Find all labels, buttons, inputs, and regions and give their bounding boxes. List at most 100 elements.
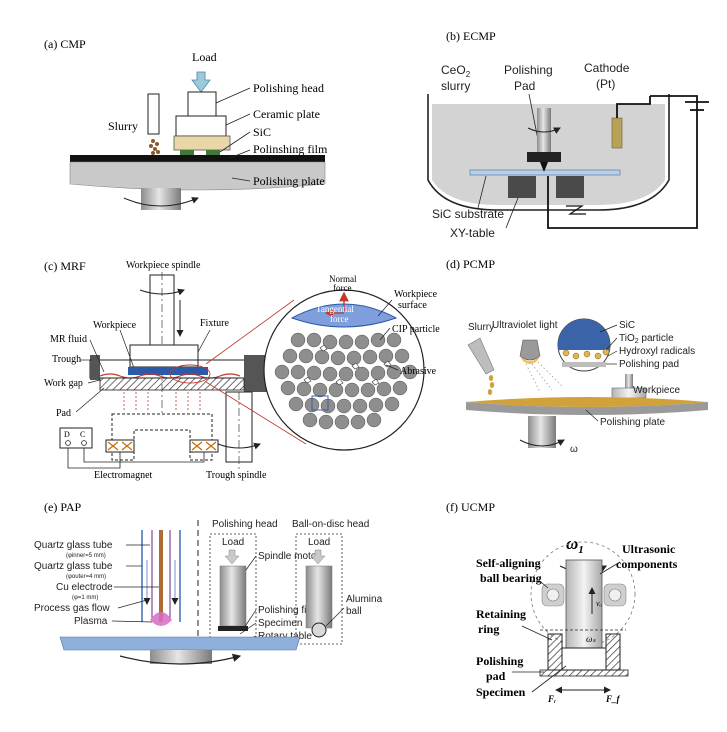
zoom-line-bottom <box>205 381 307 445</box>
dc-d: D <box>64 430 70 439</box>
leader-plate <box>231 177 251 182</box>
ball-bearing-right <box>603 583 627 607</box>
tio2-particles <box>562 348 610 360</box>
plate-leader-d <box>585 409 599 422</box>
workpiece-label: Workpiece <box>93 320 137 331</box>
panel-a-caption: (a) CMP <box>44 37 86 51</box>
alumina-leader <box>325 607 345 627</box>
film-label: Polinshing film <box>253 142 328 156</box>
coil-right <box>189 439 219 453</box>
fixture-block <box>129 344 199 368</box>
slurry-drops <box>149 139 160 155</box>
pad-label-l2: Pad <box>514 79 535 93</box>
normal-force-label-l2: force <box>333 283 351 293</box>
quartz-inner-spec: (φinner=5 mm) <box>66 553 106 559</box>
trough-left-wall <box>90 355 100 380</box>
quartz-tubes <box>141 530 181 622</box>
spindle-motor-label: Spindle motor <box>258 551 320 562</box>
zoom-line-top <box>205 299 295 365</box>
uv-bulb <box>520 356 540 364</box>
rotary-label: Rotary table <box>258 631 312 642</box>
sic-leader-d <box>599 324 618 333</box>
cip-particles <box>274 332 418 430</box>
gap-leader <box>87 379 101 384</box>
panel-b-ecmp: (b) ECMP CeO2 slurry Polishing Pad Catho… <box>427 29 709 240</box>
ceramic-plate <box>175 115 227 137</box>
trough-spindle-label: Trough spindle <box>206 470 267 481</box>
zoom-abrasive-box <box>311 395 329 411</box>
gas-leader <box>117 599 148 609</box>
panel-c-caption: (c) MRF <box>44 259 86 273</box>
uv-label: Ultraviolet light <box>492 320 558 331</box>
pcmp-plate <box>466 402 708 415</box>
pcmp-spindle <box>625 374 633 388</box>
xy-zigzag <box>566 205 586 215</box>
film-leader-e <box>243 609 257 629</box>
film-label-e: Polishing film <box>258 605 317 616</box>
va-label: vₐ <box>596 599 603 608</box>
pcmp-rotation <box>519 439 565 447</box>
ball-bearing-left <box>541 583 565 607</box>
dc-supply <box>59 427 93 449</box>
ucmp-dashed-circle <box>530 541 636 647</box>
surface-leader <box>377 299 393 317</box>
panel-c-mrf: (c) MRF Workpiece spindle Workpiece Fixt… <box>44 259 440 481</box>
hydroxyl-label: Hydroxyl radicals <box>619 346 695 357</box>
ecmp-spindle <box>537 108 551 152</box>
coil-left-x <box>107 441 133 451</box>
pad-leader-c <box>75 387 105 413</box>
spindle-rotation <box>139 288 185 296</box>
plasma-label: Plasma <box>74 616 108 627</box>
panel-f-ucmp: (f) UCMP ω1 vₐ ωₛ Fᵣ F_f Self-aligning b… <box>446 500 678 704</box>
fixture-label: Fixture <box>200 318 229 329</box>
hydroxyl-leader <box>607 350 618 357</box>
retaining-label-l1: Retaining <box>476 607 526 621</box>
xy-table-left <box>508 176 536 198</box>
cu-spec: (φ=1 mm) <box>72 595 98 601</box>
load-label-bod: Load <box>308 537 330 548</box>
abrasive-leader <box>385 364 399 371</box>
rotation-arrow-a <box>123 197 199 207</box>
spindle-motor <box>219 565 247 627</box>
panel-b-caption: (b) ECMP <box>446 29 496 43</box>
ultrasonic-leader <box>599 561 621 575</box>
specimen-leader-f <box>531 665 567 693</box>
plasma-plume <box>150 612 172 626</box>
magnetic-field-lines <box>123 392 201 410</box>
plate-label-d: Polishing plate <box>600 417 665 428</box>
pad-label-f-l2: pad <box>486 669 506 683</box>
quartz-outer-label: Quartz glass tube <box>34 561 113 572</box>
omega-s-label: ωₛ <box>586 634 596 644</box>
quartz-outer-spec: (φouter=4 mm) <box>66 574 106 580</box>
load-arrow <box>191 71 211 93</box>
pcmp-zoom-sic <box>558 319 610 350</box>
leader-sic <box>219 131 251 153</box>
sic-label-d: SiC <box>619 320 635 331</box>
workpiece-label-d: Workpiece <box>633 385 680 396</box>
mr-leader <box>89 339 105 373</box>
sic-label: SiC <box>253 125 271 139</box>
rotary-table-top <box>59 636 301 651</box>
dc-terminal-2 <box>81 440 87 446</box>
pad-label: Pad <box>56 408 71 419</box>
ecmp-contact <box>540 162 548 172</box>
workpiece-surface-label-l1: Workpiece <box>394 289 438 300</box>
bod-spindle <box>305 565 333 629</box>
electromagnet-yoke <box>111 413 213 461</box>
tio2-leader <box>605 337 618 351</box>
tangential-force-label-l1: Tangential <box>316 304 354 314</box>
abrasive-particles <box>303 344 392 386</box>
tangential-force-label-l2: force <box>330 314 348 324</box>
ultrasonic-label-l1: Ultrasonic <box>622 542 676 556</box>
gas-label: Process gas flow <box>34 603 110 614</box>
load-arrow-bod <box>310 549 326 565</box>
ucmp-pad <box>539 669 629 677</box>
polishing-head-label: Polishing head <box>253 81 324 95</box>
panel-e-pap: (e) PAP Quartz glass tube (φinner=5 mm) … <box>34 500 383 665</box>
cathode-label-l2: (Pt) <box>596 77 615 91</box>
pcmp-zoom-pad <box>562 362 606 367</box>
ultrasonic-label-l2: components <box>616 557 678 571</box>
rotary-rotation <box>119 653 242 665</box>
slurry-label: Slurry <box>108 119 138 133</box>
zoom-source <box>169 364 211 384</box>
